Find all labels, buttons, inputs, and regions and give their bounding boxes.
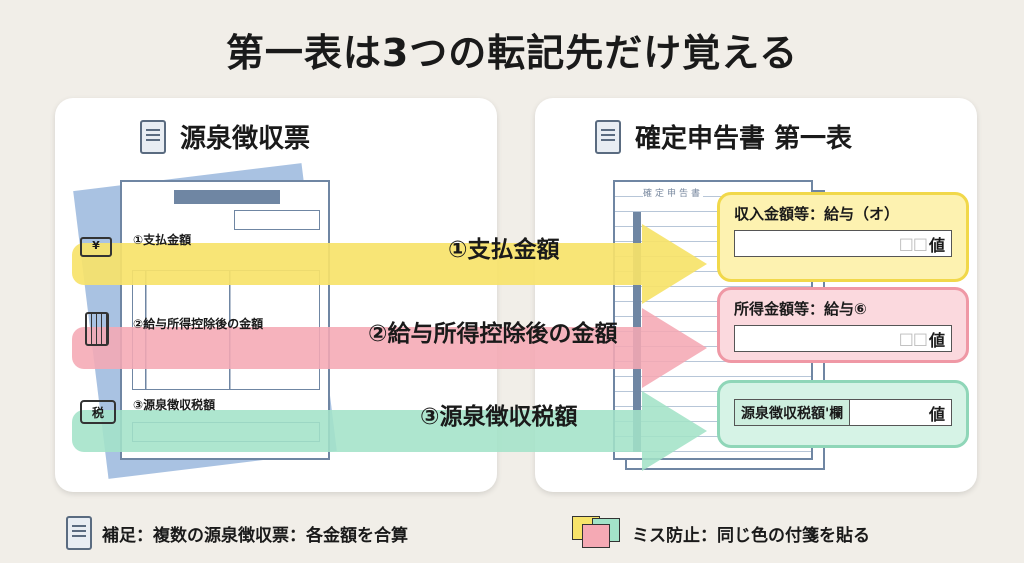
withholding-tax-field[interactable]: 源泉徴収税額'欄 値 [734,399,952,426]
form-caption: 確定申告書 [643,186,704,199]
arrow-payment-amount [72,224,707,304]
yen-bill-icon: ¥ [80,237,112,257]
calculator-icon [85,312,109,346]
box-title: 所得金額等：給与⑥ [734,300,867,318]
footnote-sticky-notes: ミス防止：同じ色の付箋を貼る [572,516,870,550]
arrow-label: ②給与所得控除後の金額 [368,321,618,347]
income-salary-box: 収入金額等：給与（オ） □□値 [717,192,969,282]
sticky-notes-icon [572,516,622,550]
arrow-label: ③源泉徴収税額 [420,404,578,430]
document-icon [140,119,166,154]
arrow-label: ①支払金額 [448,237,560,263]
footnote-multiple-slips: 補足：複数の源泉徴収票：各金額を合算 [66,516,408,550]
income-salary-field[interactable]: □□値 [734,230,952,257]
page-title: 第一表は3つの転記先だけ覚える [225,31,799,75]
tax-stamp-icon: 税 [80,400,116,424]
panel-heading: 源泉徴収票 [180,124,311,154]
income-amount-box: 所得金額等：給与⑥ □□値 [717,287,969,363]
documents-icon [66,516,92,550]
box-title: 収入金額等：給与（オ） [734,205,900,223]
document-icon [595,119,621,154]
slip-item-label: ③源泉徴収税額 [133,398,216,412]
withholding-tax-box: 源泉徴収税額'欄 値 [717,380,969,448]
arrow-income-after-deduction [72,308,707,388]
panel-heading: 確定申告書 第一表 [635,124,853,154]
arrow-withholding-tax [72,391,707,471]
slip-item-label: ②給与所得控除後の金額 [133,317,264,331]
income-amount-field[interactable]: □□値 [734,325,952,352]
slip-item-label: ①支払金額 [133,233,192,247]
